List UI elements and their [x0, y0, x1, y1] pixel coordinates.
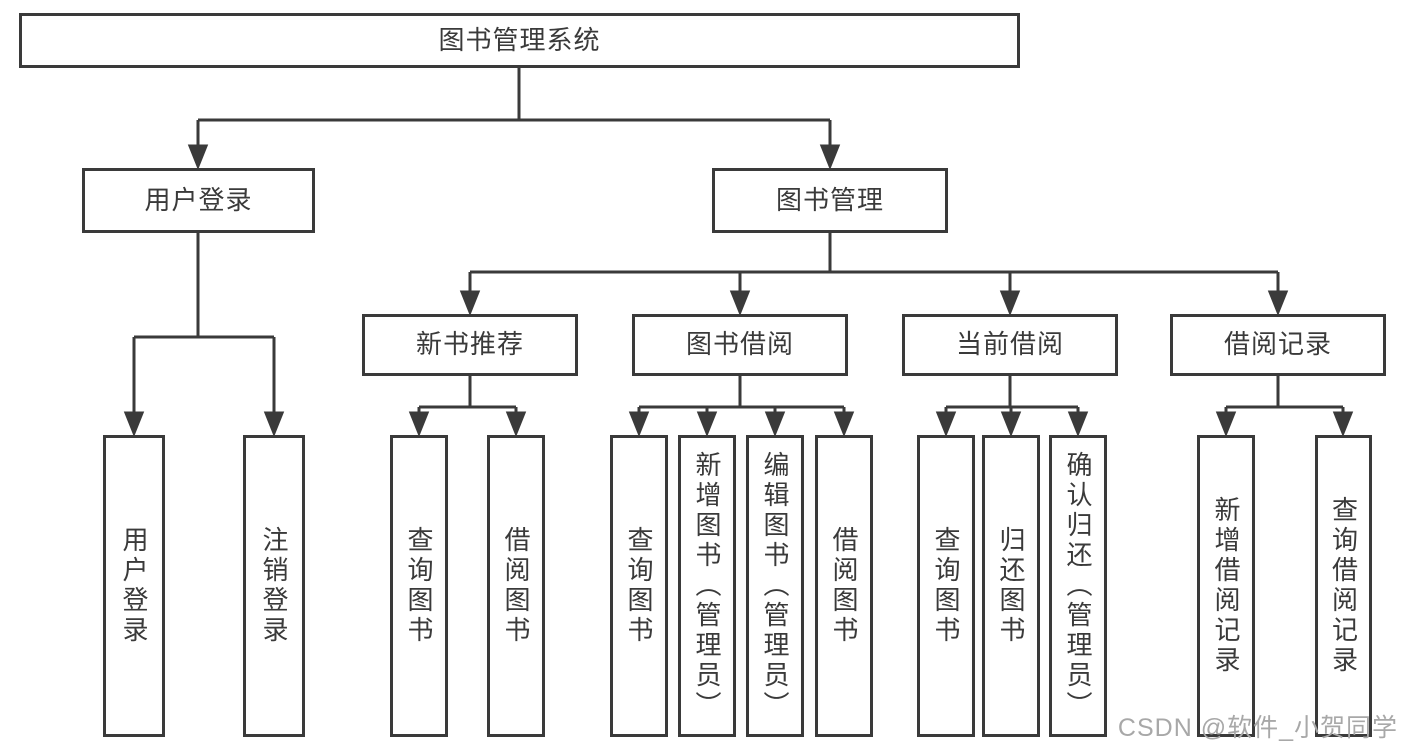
arrowhead — [408, 411, 430, 438]
node-leaf-query-books-2: 查询图书 — [610, 435, 668, 737]
arrowhead — [459, 290, 481, 317]
arrowhead — [833, 411, 855, 438]
node-leaf-query-books-1: 查询图书 — [390, 435, 448, 737]
node-leaf-borrow-books-1: 借阅图书 — [487, 435, 545, 737]
arrowhead — [628, 411, 650, 438]
node-leaf-confirm-return-admin: 确认归还（管理员） — [1049, 435, 1107, 737]
node-leaf-return-books: 归还图书 — [982, 435, 1040, 737]
node-leaf-borrow-books-2: 借阅图书 — [815, 435, 873, 737]
node-borrowing-records: 借阅记录 — [1170, 314, 1386, 376]
arrowhead — [1000, 411, 1022, 438]
arrowhead — [1215, 411, 1237, 438]
arrowhead — [1332, 411, 1354, 438]
arrowhead — [764, 411, 786, 438]
edge-user-login-to-leaves — [123, 233, 285, 438]
node-book-management: 图书管理 — [712, 168, 948, 233]
arrowhead — [729, 290, 751, 317]
arrowhead — [1267, 290, 1289, 317]
node-book-borrowing: 图书借阅 — [632, 314, 848, 376]
node-leaf-add-books-admin: 新增图书（管理员） — [678, 435, 736, 737]
node-new-book-recommend: 新书推荐 — [362, 314, 578, 376]
edge-borrowing-records-to-leaves — [1215, 376, 1354, 438]
node-leaf-add-borrow-record: 新增借阅记录 — [1197, 435, 1255, 737]
arrowhead — [935, 411, 957, 438]
edge-book-borrowing-to-leaves — [628, 376, 855, 438]
arrowhead — [999, 290, 1021, 317]
node-user-login: 用户登录 — [82, 168, 315, 233]
edge-new-book-recommend-to-leaves — [408, 376, 527, 438]
node-leaf-edit-books-admin: 编辑图书（管理员） — [746, 435, 804, 737]
arrowhead — [505, 411, 527, 438]
arrowhead — [1067, 411, 1089, 438]
arrowhead — [123, 411, 145, 438]
node-current-borrowing: 当前借阅 — [902, 314, 1118, 376]
csdn-watermark: CSDN @软件_小贺同学 — [1117, 714, 1398, 742]
node-leaf-user-login: 用户登录 — [103, 435, 165, 737]
arrowhead — [263, 411, 285, 438]
edge-book-management-to-level3 — [459, 233, 1289, 317]
edge-root-to-level2 — [187, 68, 841, 171]
node-leaf-query-books-3: 查询图书 — [917, 435, 975, 737]
arrowhead — [187, 144, 209, 171]
node-leaf-logout: 注销登录 — [243, 435, 305, 737]
node-root-library-system: 图书管理系统 — [19, 13, 1020, 68]
edge-current-borrowing-to-leaves — [935, 376, 1089, 438]
arrowhead — [819, 144, 841, 171]
node-leaf-query-borrow-record: 查询借阅记录 — [1315, 435, 1372, 737]
arrowhead — [696, 411, 718, 438]
